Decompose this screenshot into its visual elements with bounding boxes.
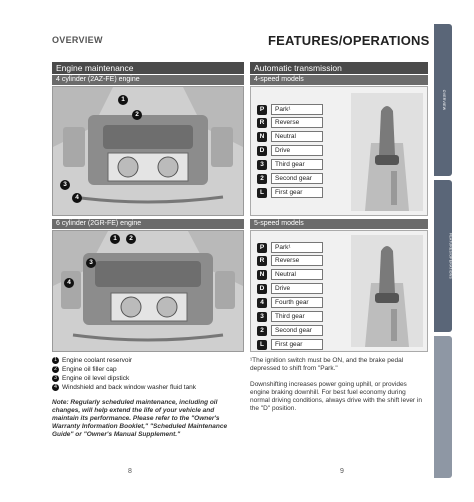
engine2-callout-2: 2: [126, 234, 136, 244]
side-tabs: OVERVIEW FEATURES/OPERATIONS SAFETY AND …: [434, 24, 459, 478]
page-number-right: 9: [340, 468, 344, 475]
note-prefix: Note:: [52, 399, 69, 406]
page-title: FEATURES/OPERATIONS: [268, 33, 430, 48]
four-speed-label: 4-speed models: [250, 75, 428, 85]
five-speed-label: 5-speed models: [250, 219, 428, 229]
side-tab-features[interactable]: FEATURES/OPERATIONS: [434, 180, 452, 332]
side-tab-safety[interactable]: SAFETY AND EMERGENCY FEATURES: [434, 336, 459, 478]
engine1-label: 4 cylinder (2AZ-FE) engine: [52, 75, 244, 85]
engine1-callout-1: 1: [118, 95, 128, 105]
maintenance-note: Note: Regularly scheduled maintenance, i…: [52, 399, 242, 439]
side-tab-overview[interactable]: OVERVIEW: [434, 24, 452, 176]
engine2-photo: [52, 230, 244, 352]
engine2-callout-4: 4: [64, 278, 74, 288]
engine2-callout-3: 3: [86, 258, 96, 268]
shift-lever-4speed: [351, 93, 423, 211]
engine1-photo: [52, 86, 244, 216]
engine-maintenance-title: Engine maintenance: [52, 62, 244, 74]
engine2-label: 6 cylinder (2GR-FE) engine: [52, 219, 244, 229]
engine2-callout-1: 1: [110, 234, 120, 244]
park-footnote: ¹The ignition switch must be ON, and the…: [250, 357, 404, 372]
downshift-text: Downshifting increases power going uphil…: [250, 381, 422, 412]
shift-lever-5speed: [351, 235, 423, 347]
engine1-callout-4: 4: [72, 193, 82, 203]
engine1-callout-3: 3: [60, 180, 70, 190]
page-number-left: 8: [128, 468, 132, 475]
engine1-callout-2: 2: [132, 110, 142, 120]
transmission-title: Automatic transmission: [250, 62, 428, 74]
note-text: Regularly scheduled maintenance, includi…: [52, 399, 228, 438]
section-header: OVERVIEW: [52, 35, 103, 45]
